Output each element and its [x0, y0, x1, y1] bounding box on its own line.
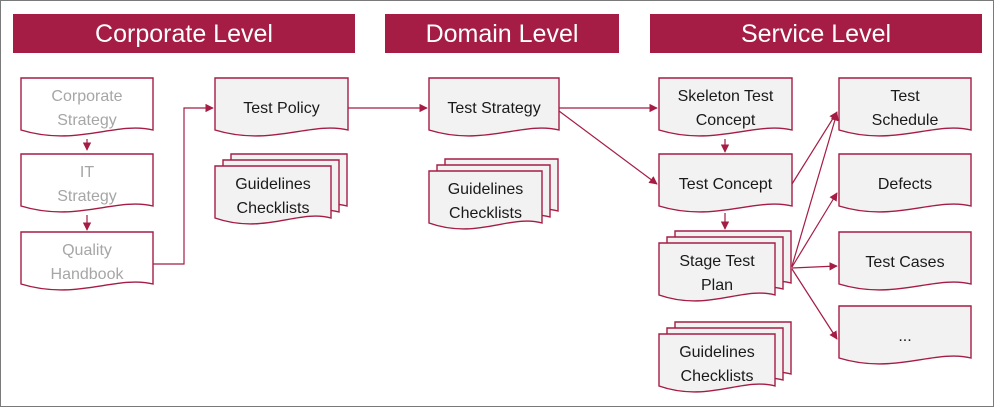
doc-test-concept-shape [658, 153, 793, 213]
doc-domain-guidelines-label: Checklists [449, 205, 522, 222]
doc-test-strategy-label: Test Strategy [447, 100, 540, 117]
doc-test-cases-shape [838, 231, 972, 291]
header-service-level: Service Level [650, 14, 982, 53]
arrow-stage-plan-to-schedule [791, 112, 839, 267]
doc-stage-test-plan-label: Plan [701, 277, 733, 294]
doc-corporate-guidelines-label: Checklists [237, 200, 310, 217]
doc-domain-guidelines-shape [428, 170, 543, 230]
arrow-stage-plan-to-more [791, 268, 838, 340]
connectors [82, 103, 839, 340]
doc-it-strategy-label: IT [80, 164, 94, 181]
header-domain-label: Domain Level [426, 20, 579, 48]
doc-skeleton-test-concept-label: Concept [696, 112, 756, 129]
doc-skeleton-test-concept-shape [658, 77, 793, 137]
doc-test-strategy-shape [428, 77, 560, 137]
arrow-handbook-to-test-policy [153, 103, 214, 265]
header-service-label: Service Level [741, 20, 891, 48]
doc-test-concept: Test Concept [658, 153, 793, 213]
doc-service-guidelines-shape [658, 333, 776, 393]
doc-corporate-strategy-label: Strategy [57, 112, 117, 129]
doc-quality-handbook-label: Handbook [51, 266, 125, 283]
doc-more-shape [838, 305, 972, 365]
doc-it-strategy-label: Strategy [57, 188, 117, 205]
doc-corporate-strategy-label: Corporate [51, 88, 122, 105]
doc-stage-test-plan-label: Stage Test [679, 253, 755, 270]
doc-test-concept-label: Test Concept [679, 176, 773, 193]
doc-service-guidelines-label: Checklists [681, 368, 754, 385]
doc-test-policy-shape [214, 77, 349, 137]
doc-more: ... [838, 305, 972, 365]
arrow-stage-plan-to-defects [791, 192, 838, 268]
doc-quality-handbook-label: Quality [62, 242, 112, 259]
doc-it-strategy-shape [20, 153, 154, 213]
doc-test-policy: Test Policy [214, 77, 349, 137]
doc-test-schedule-label: Test [890, 88, 920, 105]
doc-test-policy-label: Test Policy [243, 100, 319, 117]
arrow-test-concept-to-schedule [791, 111, 838, 185]
doc-corporate-strategy-shape [20, 77, 154, 137]
doc-defects-label: Defects [878, 176, 932, 193]
doc-quality-handbook-shape [20, 231, 154, 291]
header-corporate-label: Corporate Level [95, 20, 273, 48]
doc-test-cases-label: Test Cases [865, 254, 944, 271]
header-domain-level: Domain Level [385, 14, 619, 53]
doc-test-schedule-label: Schedule [872, 112, 939, 129]
doc-service-guidelines-label: Guidelines [679, 344, 755, 361]
doc-test-strategy: Test Strategy [428, 77, 560, 137]
doc-skeleton-test-concept-label: Skeleton Test [678, 88, 774, 105]
doc-stage-test-plan-shape [658, 242, 776, 302]
doc-more-label: ... [898, 328, 911, 345]
doc-it-strategy: IT Strategy [20, 153, 154, 213]
doc-domain-guidelines-label: Guidelines [448, 181, 524, 198]
doc-test-schedule-shape [838, 77, 972, 137]
arrow-stage-plan-to-test-cases [791, 262, 838, 271]
doc-test-cases: Test Cases [838, 231, 972, 291]
doc-defects: Defects [838, 153, 972, 213]
doc-defects-shape [838, 153, 972, 213]
arrow-test-strategy-to-test-concept [558, 110, 658, 185]
header-corporate-level: Corporate Level [13, 14, 355, 53]
doc-corporate-guidelines-label: Guidelines [235, 176, 311, 193]
doc-corporate-guidelines-shape [214, 165, 332, 225]
